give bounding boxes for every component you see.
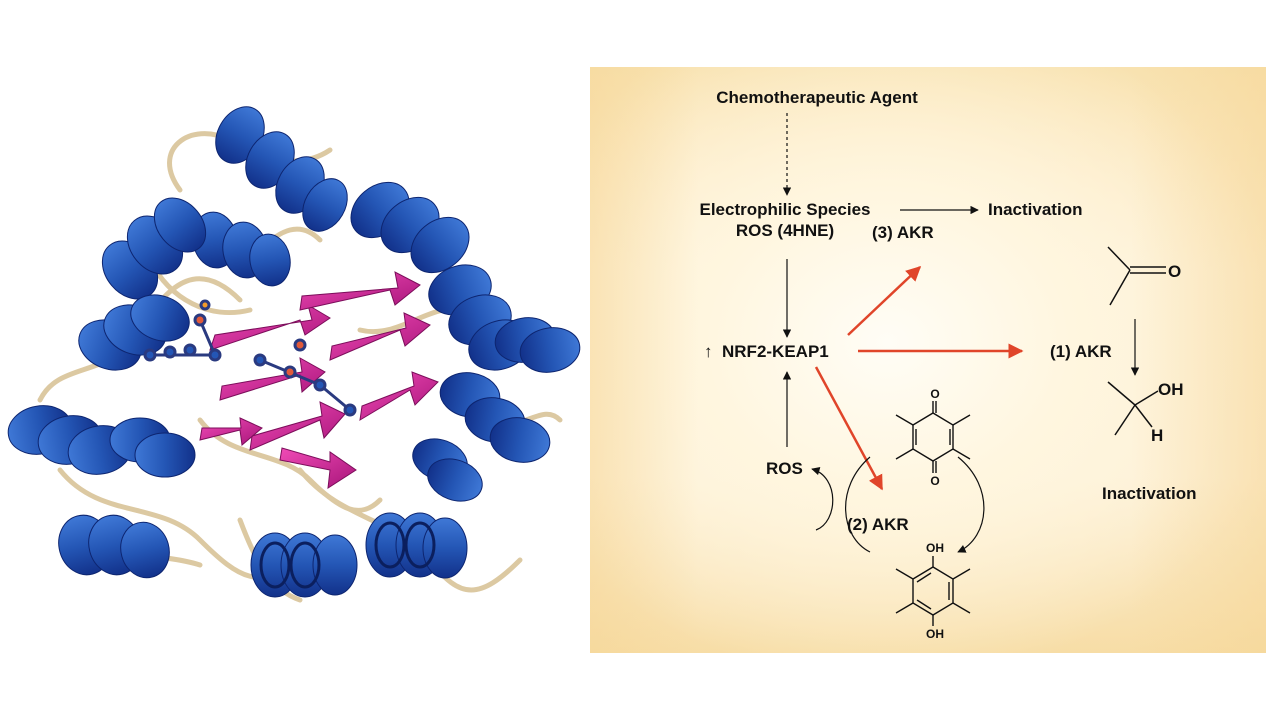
quinone-oxygen-top: O: [930, 387, 939, 401]
quinone-oxygen-bottom: O: [930, 474, 939, 488]
electrophilic-species-label: Electrophilic Species: [699, 200, 870, 219]
redox-cycle-left-arc: [845, 456, 871, 553]
chemotherapeutic-agent-label: Chemotherapeutic Agent: [716, 88, 918, 107]
alcohol-oh: OH: [1158, 380, 1184, 399]
helix-rims: [259, 521, 436, 589]
hydroquinone-oh-bottom: OH: [926, 627, 944, 641]
ketone-oxygen: O: [1168, 262, 1181, 281]
ligand-molecules: [143, 299, 357, 417]
beta-sheets: [199, 271, 439, 489]
nrf2-keap1-label: NRF2-KEAP1: [722, 342, 829, 361]
ros-label: ROS: [766, 459, 803, 478]
hydroquinone-structure: [895, 556, 971, 626]
upregulation-arrow: ↑: [704, 342, 713, 361]
akr3-label: (3) AKR: [872, 223, 934, 242]
alpha-helices: [7, 106, 581, 598]
inactivation-bottom-label: Inactivation: [1102, 484, 1196, 503]
inactivation-top-label: Inactivation: [988, 200, 1082, 219]
akr1-label: (1) AKR: [1050, 342, 1112, 361]
redox-cycle-right-arc: [957, 456, 985, 553]
alcohol-h: H: [1151, 426, 1163, 445]
akr-mechanism-scheme: Chemotherapeutic Agent Electrophilic Spe…: [699, 88, 1196, 641]
quinone-structure: [895, 401, 971, 473]
hydroquinone-oh-top: OH: [926, 541, 944, 555]
ros-4hne-label: ROS (4HNE): [736, 221, 834, 240]
ketone-structure: [1107, 246, 1166, 306]
scheme-panel-background: [590, 67, 1266, 653]
nrf2-to-akr3-red-arrow: [847, 265, 922, 336]
alcohol-structure: [1107, 381, 1159, 436]
akr2-label: (2) AKR: [847, 515, 909, 534]
akr-protein-structure-image: [7, 106, 581, 603]
ros-curved-arrow: [811, 467, 834, 531]
nrf2-to-akr2-red-arrow: [814, 366, 884, 491]
